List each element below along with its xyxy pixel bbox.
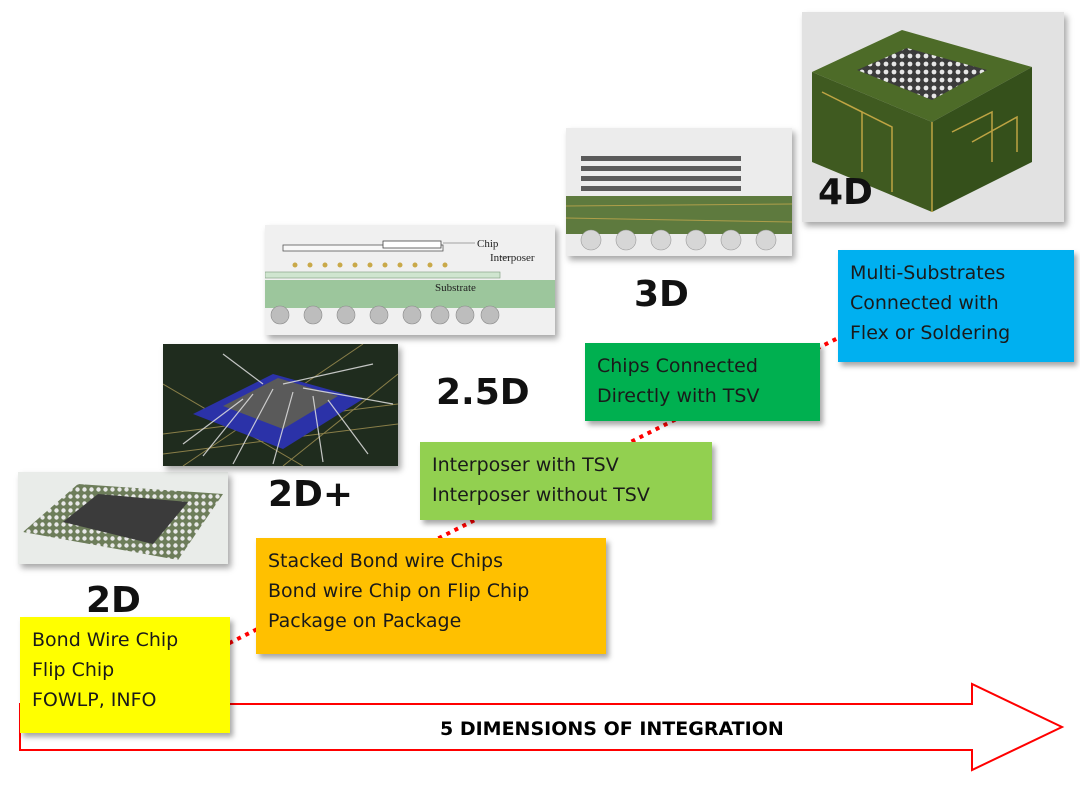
image-4d-cube xyxy=(802,12,1064,222)
stage-25d-line: Interposer with TSV xyxy=(432,454,619,476)
image-2d-chip xyxy=(18,472,228,564)
stage-2dplus-line: Package on Package xyxy=(268,610,462,632)
image-3d-stack xyxy=(566,128,792,256)
stage-2dplus-line: Bond wire Chip on Flip Chip xyxy=(268,580,530,602)
stage-label-25d: 2.5D xyxy=(436,372,530,413)
stage-3d-line: Directly with TSV xyxy=(597,385,760,407)
interposer-caption: Interposer xyxy=(490,252,535,264)
stage-box-25d: Interposer with TSV Interposer without T… xyxy=(420,442,712,520)
image-25d-interposer: Chip Interposer Substrate xyxy=(265,225,555,335)
stage-label-2dplus: 2D+ xyxy=(268,474,354,515)
stage-box-4d: Multi-Substrates Connected with Flex or … xyxy=(838,250,1074,362)
stage-2dplus-line: Stacked Bond wire Chips xyxy=(268,550,504,572)
stage-3d-line: Chips Connected xyxy=(597,355,758,377)
stage-2d-line: Flip Chip xyxy=(32,659,115,681)
image-2dplus-wirebond xyxy=(163,344,398,466)
chip-caption: Chip xyxy=(477,238,499,250)
stage-box-3d: Chips Connected Directly with TSV xyxy=(585,343,820,421)
stage-box-2dplus: Stacked Bond wire Chips Bond wire Chip o… xyxy=(256,538,606,654)
substrate-caption: Substrate xyxy=(435,282,476,294)
stage-2d-line: Bond Wire Chip xyxy=(32,629,179,651)
arrow-label: 5 DIMENSIONS OF INTEGRATION xyxy=(440,718,784,740)
stage-4d-line: Connected with xyxy=(850,292,999,314)
stage-25d-line: Interposer without TSV xyxy=(432,484,650,506)
stage-2d-line: FOWLP, INFO xyxy=(32,689,157,711)
stage-4d-line: Flex or Soldering xyxy=(850,322,1011,344)
stage-4d-line: Multi-Substrates xyxy=(850,262,1006,284)
stage-label-4d: 4D xyxy=(818,172,873,213)
stage-label-2d: 2D xyxy=(86,580,141,621)
stage-box-2d: Bond Wire Chip Flip Chip FOWLP, INFO xyxy=(20,617,230,733)
stage-label-3d: 3D xyxy=(634,274,689,315)
